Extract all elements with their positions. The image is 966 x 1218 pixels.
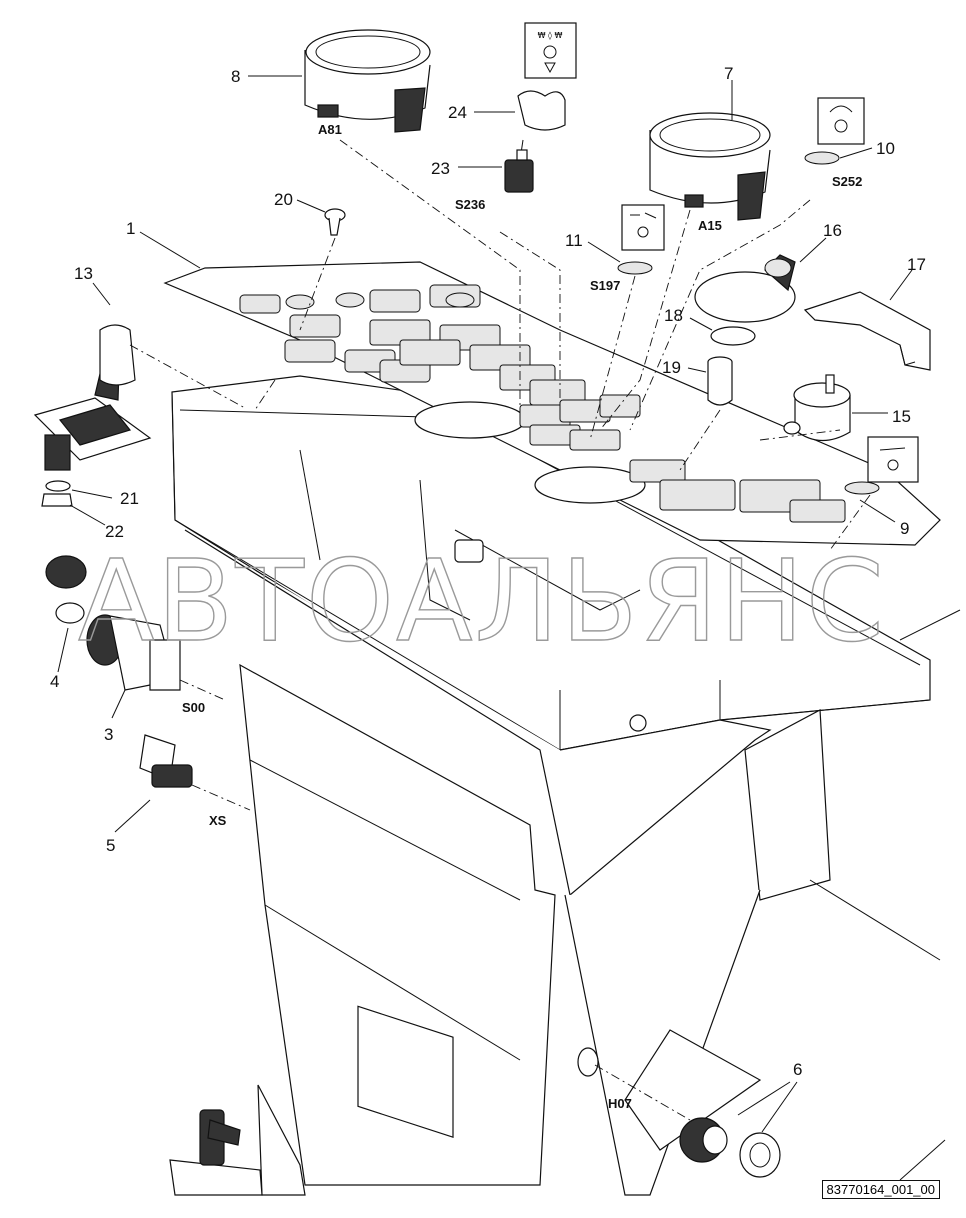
callout-10: 10	[876, 139, 895, 158]
joystick-13	[33, 324, 152, 471]
callout-4: 4	[50, 672, 59, 691]
callout-20: 20	[274, 190, 293, 209]
callout-7: 7	[724, 64, 733, 83]
bushing-19	[707, 356, 733, 406]
gauge-a15	[649, 112, 771, 221]
callout-6: 6	[793, 1060, 802, 1079]
cover-plate	[163, 261, 941, 546]
switch-guard-24	[517, 90, 566, 131]
code-a15: A15	[698, 218, 722, 233]
gauge-a81	[304, 29, 431, 133]
svg-text:₩ ◊ ₩: ₩ ◊ ₩	[538, 31, 563, 40]
washer-18	[710, 326, 756, 346]
leader-lines	[57, 75, 913, 1133]
protective-cap-4	[45, 555, 87, 624]
ignition-switch-s00	[86, 614, 181, 691]
callout-15: 15	[892, 407, 911, 426]
callout-numbers: 1 3 4 5 6 7 8 9 10 11 13 15 16 17 18 19 …	[50, 64, 926, 1079]
symbol-card-11	[621, 204, 665, 251]
callout-1: 1	[126, 219, 135, 238]
code-s00: S00	[182, 700, 205, 715]
code-h07: H07	[608, 1096, 632, 1111]
component-codes: A81 S236 A15 S252 S197 S00 XS H07	[182, 122, 862, 1111]
potentiometer-15	[783, 374, 851, 442]
callout-17: 17	[907, 255, 926, 274]
callout-9: 9	[900, 519, 909, 538]
callout-24: 24	[448, 103, 467, 122]
code-s252: S252	[832, 174, 862, 189]
symbol-card-9	[867, 436, 919, 483]
code-s197: S197	[590, 278, 620, 293]
callout-11: 11	[565, 231, 583, 250]
console-body	[169, 375, 961, 1196]
code-xs: XS	[209, 813, 227, 828]
symbol-card-24: ₩ ◊ ₩	[524, 22, 577, 79]
callout-13: 13	[74, 264, 93, 283]
nut-22	[41, 493, 73, 507]
assembly-lines	[129, 139, 871, 1121]
callout-3: 3	[104, 725, 113, 744]
cap-11	[617, 261, 653, 275]
screw-20	[324, 208, 346, 236]
code-a81: A81	[318, 122, 342, 137]
callout-22: 22	[105, 522, 124, 541]
watermark: АВТОАЛЬЯНС	[78, 537, 886, 667]
callout-5: 5	[106, 836, 115, 855]
callout-16: 16	[823, 221, 842, 240]
callout-8: 8	[231, 67, 240, 86]
callout-18: 18	[664, 306, 683, 325]
code-s236: S236	[455, 197, 485, 212]
callout-19: 19	[662, 358, 681, 377]
callout-21: 21	[120, 489, 139, 508]
washer-21	[45, 480, 71, 492]
drawing-reference-number: 83770164_001_00	[821, 1180, 940, 1199]
indicator-lamp-h07	[577, 1047, 781, 1178]
cap-9	[844, 481, 880, 495]
switch-s236	[504, 139, 534, 193]
socket-xs	[139, 734, 193, 788]
bracket-17	[803, 291, 931, 371]
knob-assembly-16	[694, 254, 796, 323]
switch-cutouts	[239, 284, 846, 523]
callout-23: 23	[431, 159, 450, 178]
cap-10	[804, 151, 840, 165]
symbol-card-10	[817, 97, 865, 145]
